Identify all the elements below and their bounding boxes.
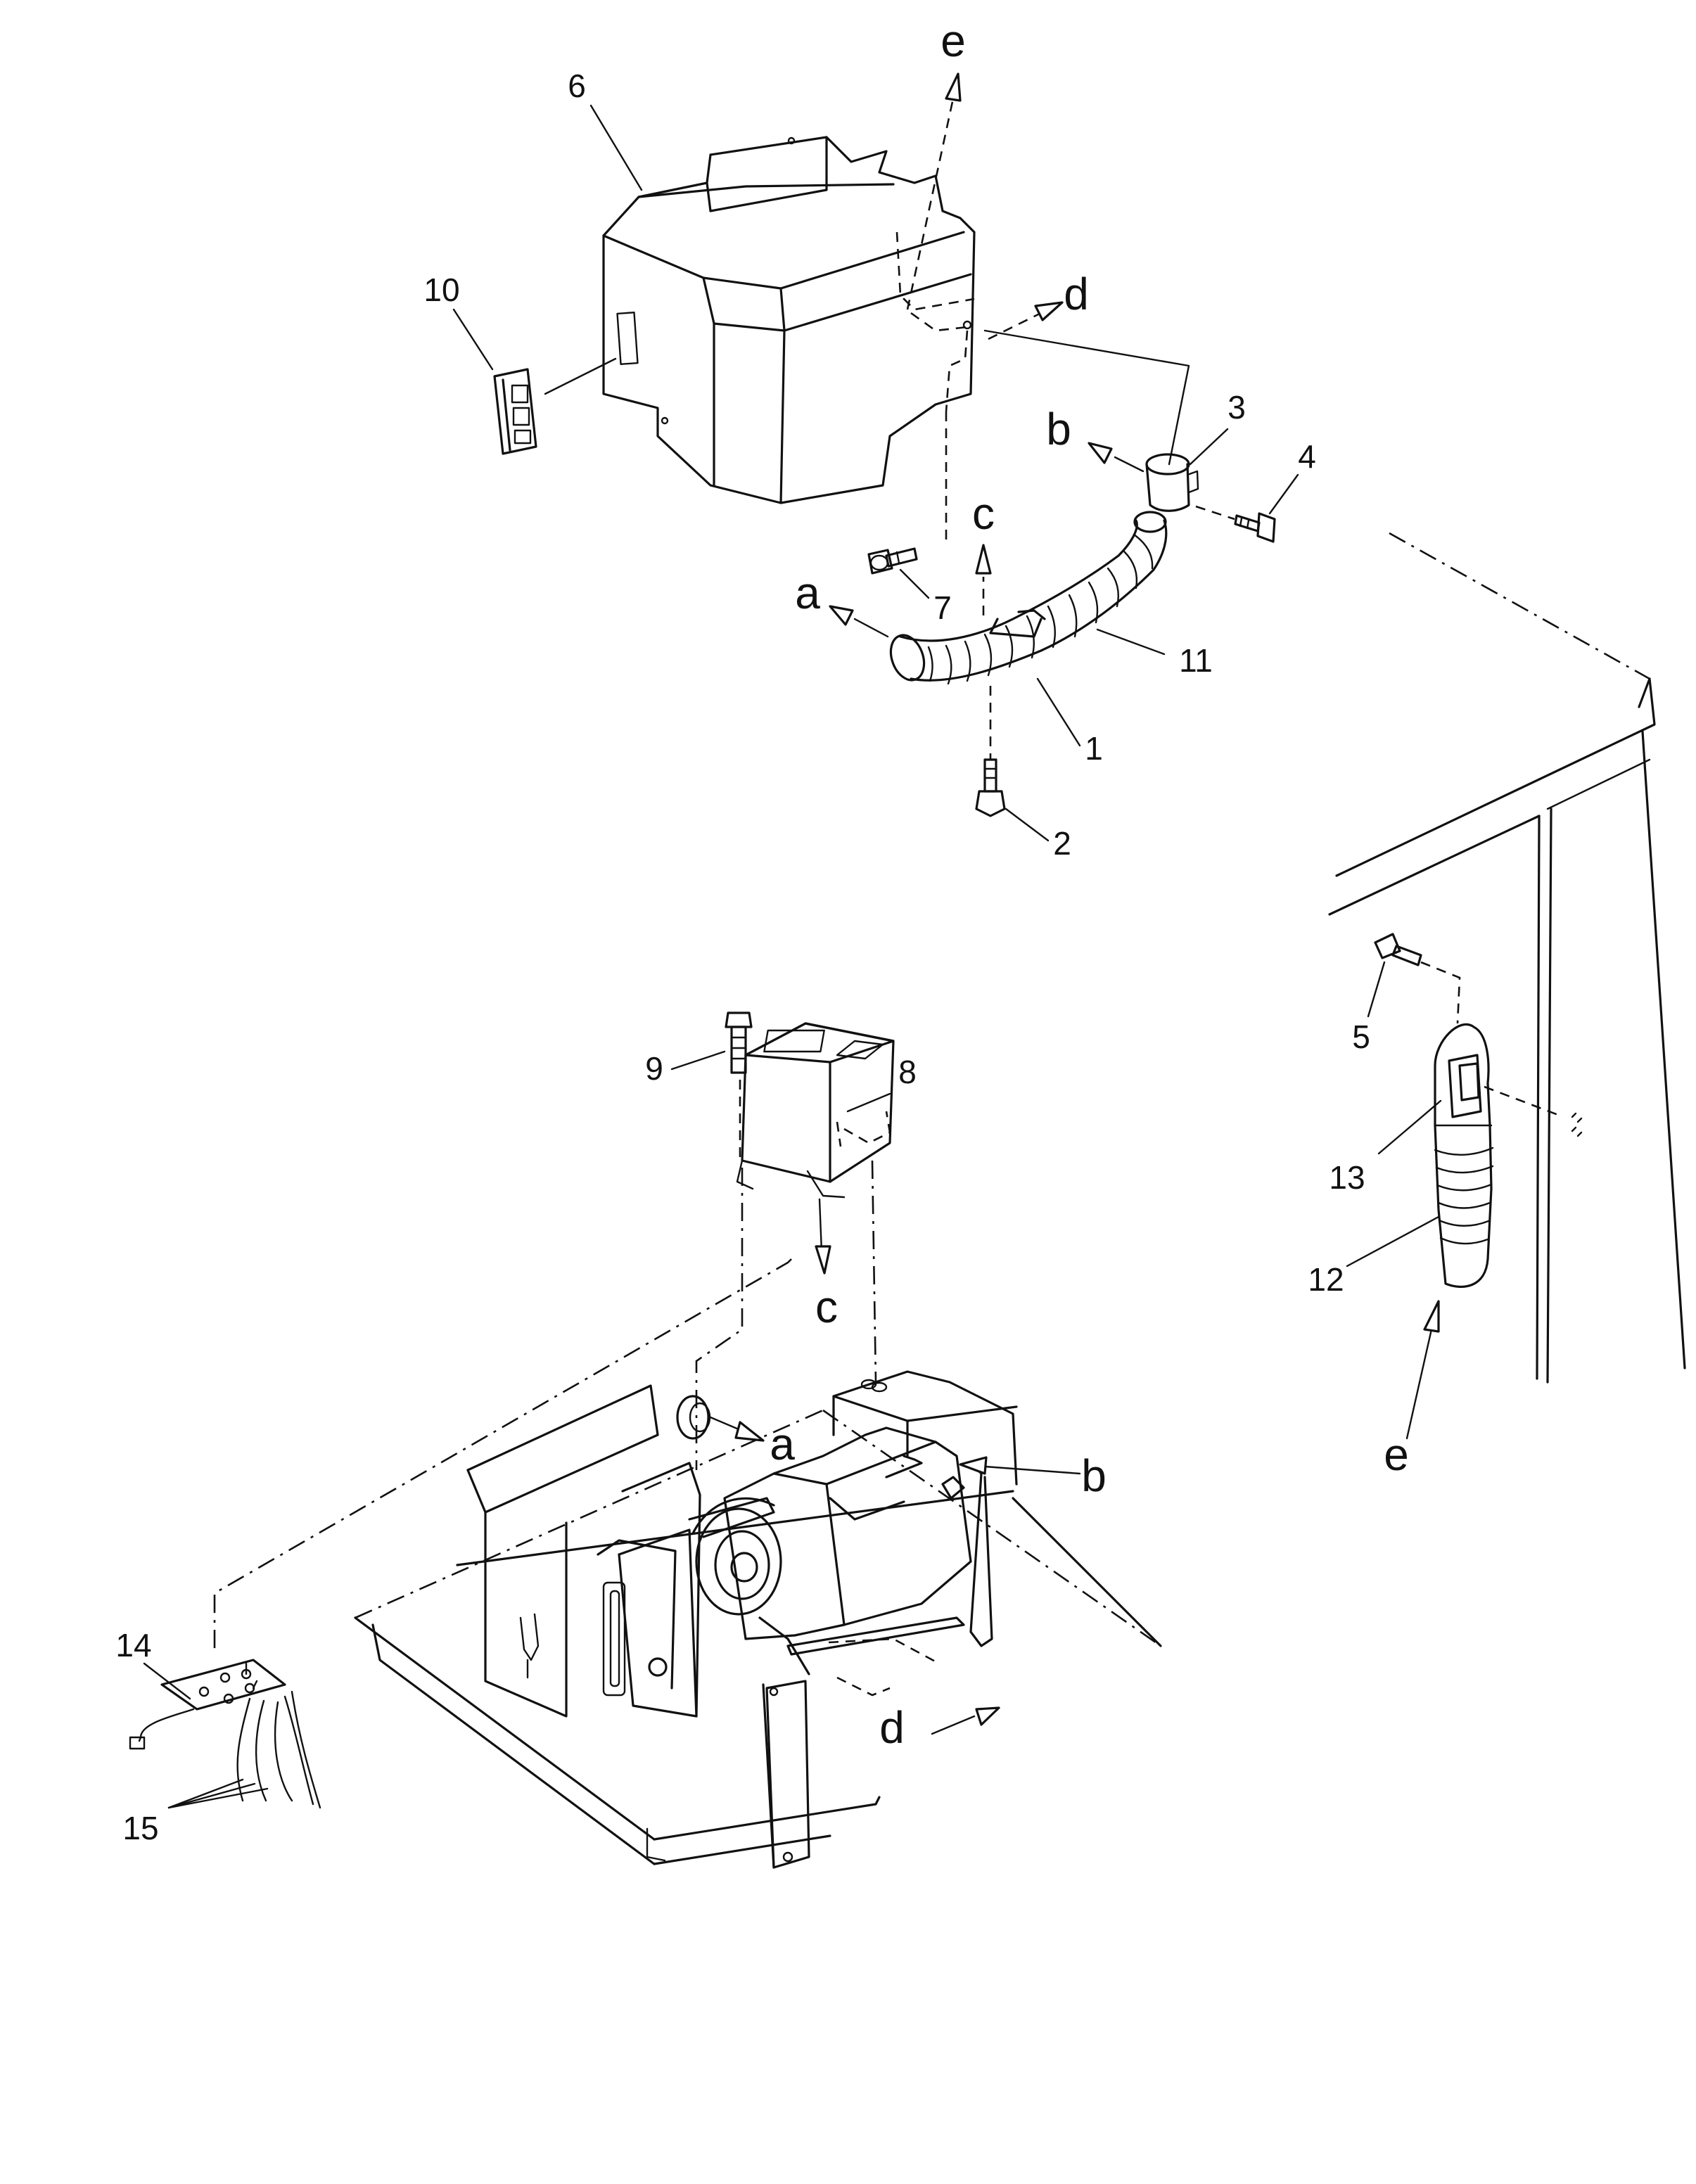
arrow-e-bottom [1405, 1300, 1440, 1440]
heater-unit [354, 1370, 1162, 1869]
label-10: 10 [423, 272, 459, 308]
letter-e-top: e [941, 15, 966, 66]
label-15: 15 [122, 1810, 158, 1846]
label-7: 7 [933, 589, 952, 626]
phantom-connection-lines [213, 1160, 877, 1653]
letter-b-bottom: b [1081, 1450, 1107, 1501]
vertical-duct-part-12 [1434, 1023, 1583, 1289]
bolt-part-5 [1374, 933, 1461, 1024]
leader-lines [143, 104, 1442, 1700]
label-1: 1 [1085, 730, 1103, 767]
bolt-part-9 [725, 1011, 753, 1161]
cab-frame [1328, 532, 1686, 1384]
arrow-d-unit [931, 1706, 1000, 1735]
bracket-part-8 [736, 1022, 895, 1199]
bolt-part-2 [975, 686, 1006, 817]
letter-c-top: c [972, 488, 995, 539]
wires-part-15 [167, 1690, 321, 1809]
label-13: 13 [1329, 1159, 1365, 1196]
terminal-board-part-14 [129, 1659, 286, 1750]
letter-d-top: d [1064, 269, 1089, 319]
letter-a-top: a [795, 568, 820, 618]
label-9: 9 [645, 1050, 663, 1087]
arrow-c-bracket [815, 1198, 831, 1275]
letter-e-bottom: e [1384, 1429, 1409, 1480]
arrow-c-hose [975, 544, 992, 615]
bolt-part-4 [1195, 505, 1276, 543]
arrow-b-unit [959, 1456, 1081, 1475]
label-2: 2 [1053, 825, 1071, 862]
arrow-e-top [906, 72, 962, 310]
arrow-a-unit [709, 1416, 765, 1442]
label-6: 6 [568, 68, 586, 104]
connection-letters: e d b c a c a b d e [770, 15, 1409, 1753]
duct-hose-part-1 [889, 511, 1168, 685]
label-12: 12 [1308, 1261, 1344, 1298]
label-5: 5 [1352, 1018, 1370, 1055]
collar-part-3 [1145, 453, 1199, 512]
arrow-a-hose [829, 605, 889, 638]
label-4: 4 [1298, 438, 1316, 475]
label-8: 8 [898, 1054, 917, 1090]
duct-cover-part-6 [602, 136, 976, 504]
letter-a-bottom: a [770, 1419, 795, 1469]
bolt-part-7 [867, 411, 948, 575]
switch-panel-part-10 [493, 357, 617, 455]
arrow-d-top [988, 301, 1064, 340]
label-14: 14 [115, 1627, 151, 1663]
arrow-b-collar [1088, 442, 1145, 473]
connector-lines-3 [983, 329, 1190, 466]
label-3: 3 [1228, 389, 1246, 426]
letter-c-bottom: c [815, 1282, 838, 1332]
part-labels: 6 10 3 4 7 11 1 2 5 9 8 13 12 14 15 [115, 68, 1370, 1846]
letter-b-top: b [1046, 404, 1071, 454]
letter-d-bottom: d [879, 1702, 905, 1753]
label-11: 11 [1179, 642, 1213, 679]
